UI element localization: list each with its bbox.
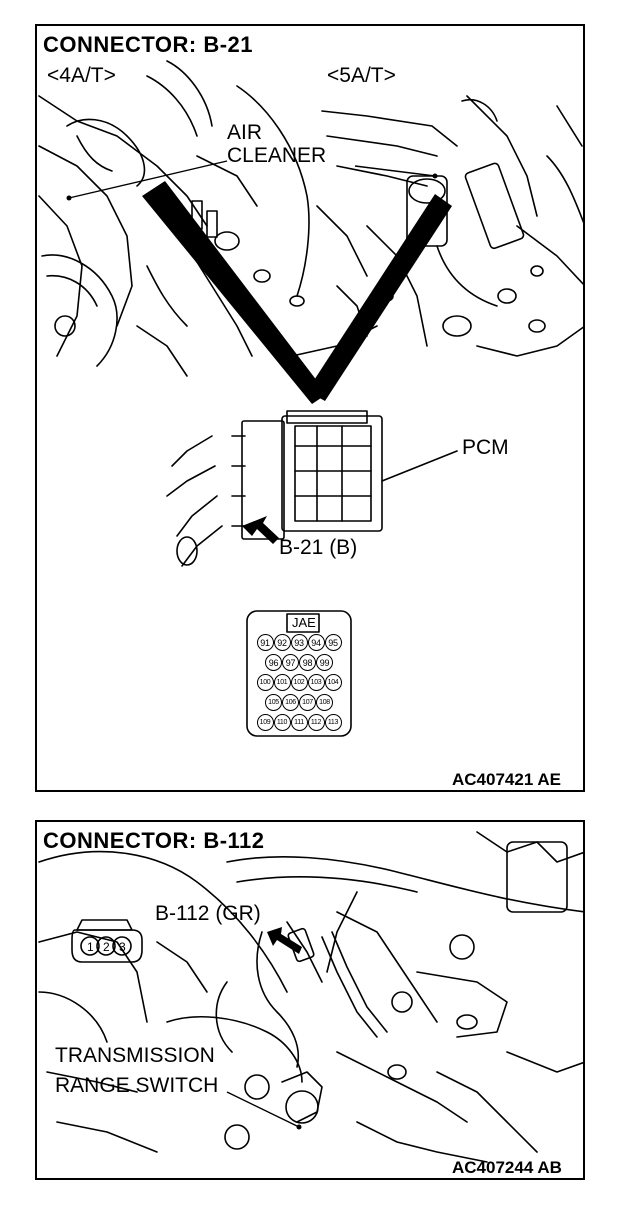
jae-pin: 93 (290, 634, 308, 651)
jae-pin: 103 (307, 674, 325, 691)
air-cleaner-label-line1: AIR (227, 121, 263, 144)
jae-pin: 112 (307, 714, 325, 731)
connector-b112-panel: CONNECTOR: B-112 B-112 (GR) 1 2 3 TRANSM… (35, 820, 585, 1180)
figure-code: AC407421 AE (452, 770, 561, 789)
jae-pin: 96 (265, 654, 282, 671)
jae-pin: 100 (256, 674, 274, 691)
b112-pin-3: 3 (119, 940, 126, 954)
jae-pin: 113 (324, 714, 342, 731)
b112-pin-1: 1 (87, 940, 94, 954)
connector-b21-label: B-21 (B) (279, 536, 358, 559)
jae-pin: 98 (299, 654, 316, 671)
transmission-range-switch-label-line2: RANGE SWITCH (55, 1074, 219, 1097)
air-cleaner-label-line2: CLEANER (227, 144, 327, 167)
connector-b112-label: B-112 (GR) (155, 902, 261, 925)
jae-pin: 111 (290, 714, 308, 731)
jae-pin: 108 (316, 694, 333, 711)
jae-pin: 105 (265, 694, 282, 711)
jae-pin: 102 (290, 674, 308, 691)
jae-pin: 109 (256, 714, 274, 731)
jae-pin: 104 (324, 674, 342, 691)
jae-pin: 97 (282, 654, 299, 671)
variant-4at-label: <4A/T> (47, 64, 116, 87)
jae-pin: 99 (316, 654, 333, 671)
jae-pin: 106 (282, 694, 299, 711)
panel-title: CONNECTOR: B-21 (43, 32, 254, 57)
b112-pin-2: 2 (103, 940, 110, 954)
connector-b21-panel: CONNECTOR: B-21 <4A/T> <5A/T> AIR CLEANE… (35, 24, 585, 792)
transmission-range-switch-label-line1: TRANSMISSION (55, 1044, 215, 1067)
pcm-label: PCM (462, 436, 509, 459)
jae-pin: 107 (299, 694, 316, 711)
variant-5at-label: <5A/T> (327, 64, 396, 87)
engine-bay-illustration-b112 (38, 831, 583, 1163)
figure-code: AC407244 AB (452, 1158, 562, 1177)
jae-pin: 95 (324, 634, 342, 651)
jae-pin: 110 (273, 714, 291, 731)
engine-bay-illustration-b21 (38, 60, 583, 737)
panel-title: CONNECTOR: B-112 (43, 828, 265, 853)
jae-pin: 94 (307, 634, 325, 651)
jae-pin: 101 (273, 674, 291, 691)
jae-pin: 91 (256, 634, 274, 651)
jae-label: JAE (292, 615, 316, 630)
jae-pin: 92 (273, 634, 291, 651)
